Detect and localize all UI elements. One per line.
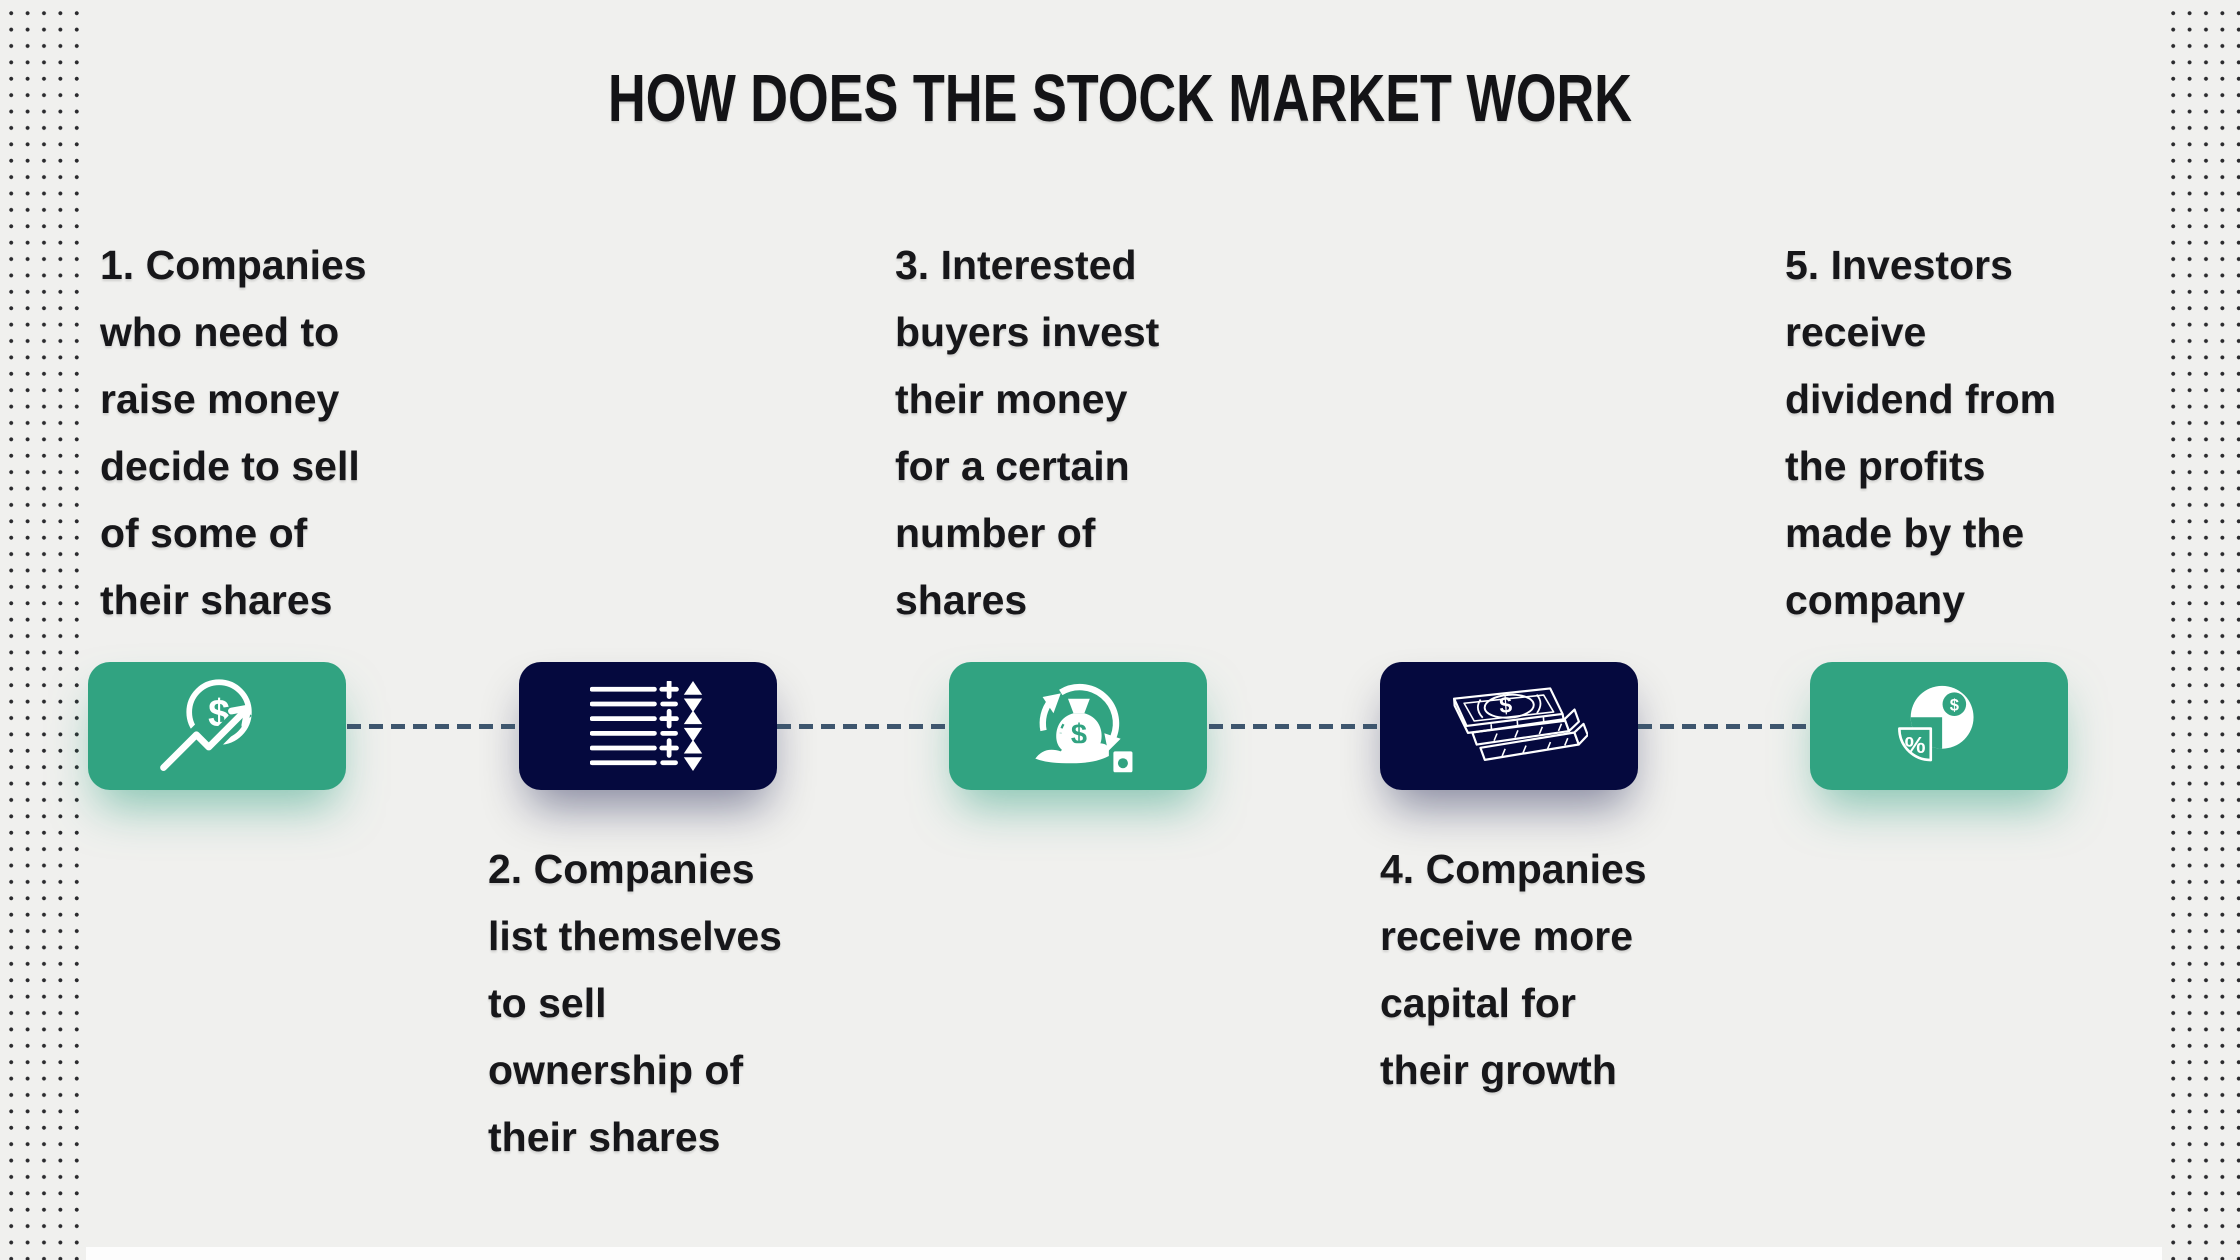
- step-4-icon-box: $: [1380, 662, 1638, 790]
- page-title: HOW DOES THE STOCK MARKET WORK: [608, 61, 1632, 136]
- step-3-text: 3. Interested buyers invest their money …: [895, 242, 1160, 623]
- step-5-icon-box: $ %: [1810, 662, 2068, 790]
- dot-grid-right: [2162, 0, 2240, 1260]
- step-1-text: 1. Companies who need to raise money dec…: [100, 242, 367, 623]
- dividend-pie-icon: $ %: [1897, 685, 1974, 762]
- svg-text:%: %: [1904, 732, 1925, 758]
- stock-list-icon: [590, 681, 703, 771]
- svg-text:$: $: [1949, 696, 1958, 715]
- svg-text:$: $: [1071, 719, 1087, 751]
- dollar-growth-icon: $: [157, 678, 252, 773]
- step-2-icon-box: [519, 662, 777, 790]
- connector-4: [1638, 724, 1810, 729]
- step-1-icon-box: $: [88, 662, 346, 790]
- step-3-icon-box: $: [949, 662, 1207, 790]
- connector-2: [777, 724, 949, 729]
- dot-grid-left: [0, 0, 86, 1260]
- step-4-text: 4. Companies receive more capital for th…: [1380, 846, 1647, 1093]
- connector-1: [347, 724, 519, 729]
- bottom-highlight-strip: [86, 1247, 2162, 1260]
- svg-text:$: $: [1498, 691, 1513, 718]
- step-2-text: 2. Companies list themselves to sell own…: [488, 846, 782, 1160]
- money-bag-hand-icon: $: [1035, 683, 1133, 773]
- connector-3: [1209, 724, 1380, 729]
- step-5-text: 5. Investors receive dividend from the p…: [1785, 242, 2057, 623]
- money-stack-icon: $: [1453, 686, 1588, 761]
